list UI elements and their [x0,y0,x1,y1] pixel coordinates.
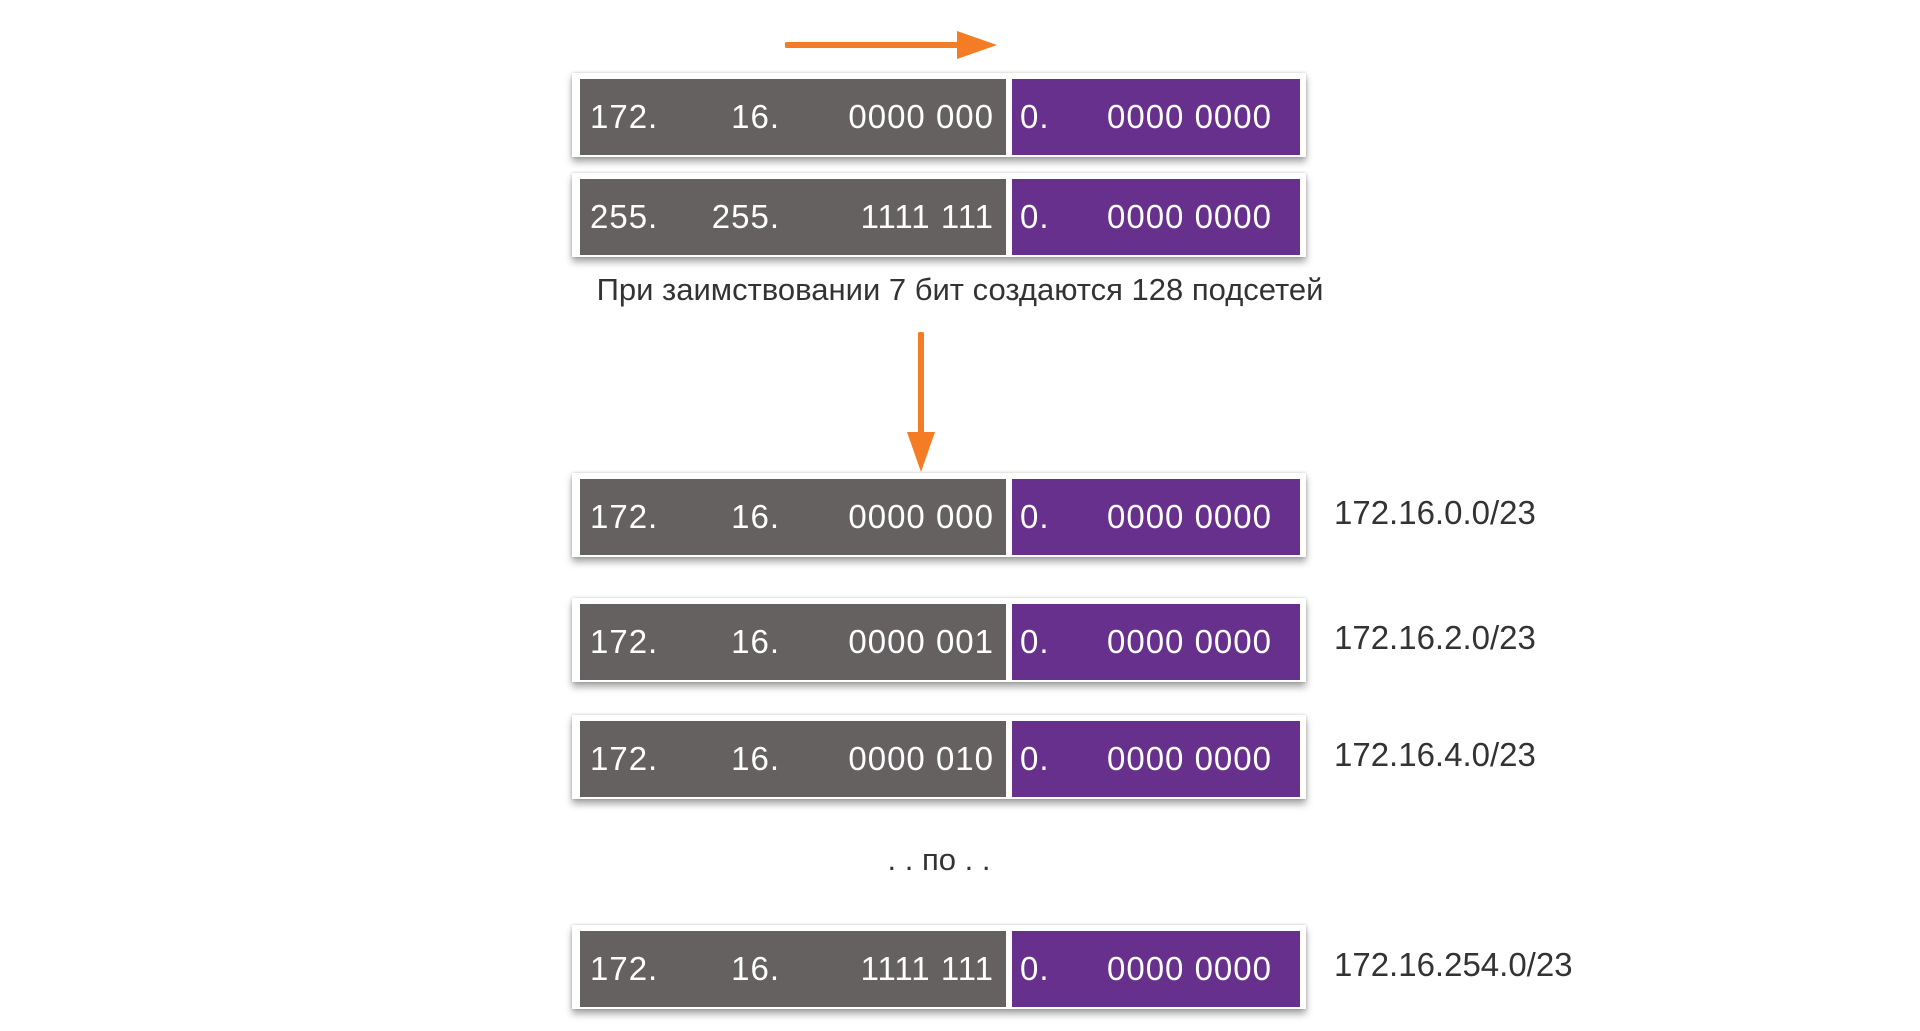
mask-octet-2: 255. [711,198,780,235]
host-bit: 0. [1020,740,1050,777]
octet-3-bits: 1111 111 [860,950,994,987]
mask-host-bit: 0. [1020,198,1050,235]
subnet-host-portion: 0. 0000 0000 [1012,604,1300,680]
mask-octet-3-bits: 1111 111 [860,198,994,235]
octet-2: 16. [731,740,780,777]
subnet-cidr-label: 172.16.0.0/23 [1334,494,1536,531]
mask-octet-1: 255. [590,198,659,235]
octet-3-bits: 0000 010 [848,740,994,777]
subnet-network-portion: 172. 16. 0000 010 [580,721,1006,797]
octet-1: 172. [590,950,659,987]
mask-host-portion: 0. 0000 0000 [1012,179,1300,255]
octet-4-bits: 0000 0000 [1107,740,1272,777]
ellipsis-text: . . по . . [887,842,991,877]
host-bit: 0. [1020,623,1050,660]
network-address-row: 172. 16. 0000 000 0. 0000 0000 [572,73,1306,157]
subnet-host-portion: 0. 0000 0000 [1012,721,1300,797]
octet-1: 172. [590,498,659,535]
host-bit: 0. [1020,98,1050,135]
octet-1: 172. [590,98,659,135]
subnet-cidr-label: 172.16.4.0/23 [1334,736,1536,773]
host-bit: 0. [1020,498,1050,535]
subnet-cidr-label: 172.16.2.0/23 [1334,619,1536,656]
octet-2: 16. [731,950,780,987]
subnet-row: 172. 16. 1111 111 0. 0000 0000 [572,925,1306,1009]
octet-4-bits: 0000 0000 [1107,98,1272,135]
octet-2: 16. [731,498,780,535]
subnet-network-portion: 172. 16. 1111 111 [580,931,1006,1007]
subnet-host-portion: 0. 0000 0000 [1012,479,1300,555]
host-bit: 0. [1020,950,1050,987]
octet-1: 172. [590,740,659,777]
octet-3-bits: 0000 001 [848,623,994,660]
subnet-row: 172. 16. 0000 000 0. 0000 0000 [572,473,1306,557]
subnet-host-portion: 0. 0000 0000 [1012,931,1300,1007]
mask-octet-4-bits: 0000 0000 [1107,198,1272,235]
subnet-row: 172. 16. 0000 001 0. 0000 0000 [572,598,1306,682]
caption-text: При заимствовании 7 бит создаются 128 по… [596,272,1324,307]
subnet-network-portion: 172. 16. 0000 000 [580,479,1006,555]
down-arrow-icon [907,332,935,472]
right-arrow-icon [785,31,997,59]
octet-4-bits: 0000 0000 [1107,498,1272,535]
subnet-network-portion: 172. 16. 0000 001 [580,604,1006,680]
octet-3-bits: 0000 000 [848,498,994,535]
mask-network-portion: 255. 255. 1111 111 [580,179,1006,255]
octet-2: 16. [731,98,780,135]
octet-1: 172. [590,623,659,660]
subnet-row: 172. 16. 0000 010 0. 0000 0000 [572,715,1306,799]
octet-3-bits: 0000 000 [848,98,994,135]
octet-4-bits: 0000 0000 [1107,623,1272,660]
subnet-mask-row: 255. 255. 1111 111 0. 0000 0000 [572,173,1306,257]
octet-4-bits: 0000 0000 [1107,950,1272,987]
network-portion: 172. 16. 0000 000 [580,79,1006,155]
octet-2: 16. [731,623,780,660]
host-portion: 0. 0000 0000 [1012,79,1300,155]
subnet-cidr-label: 172.16.254.0/23 [1334,946,1573,983]
